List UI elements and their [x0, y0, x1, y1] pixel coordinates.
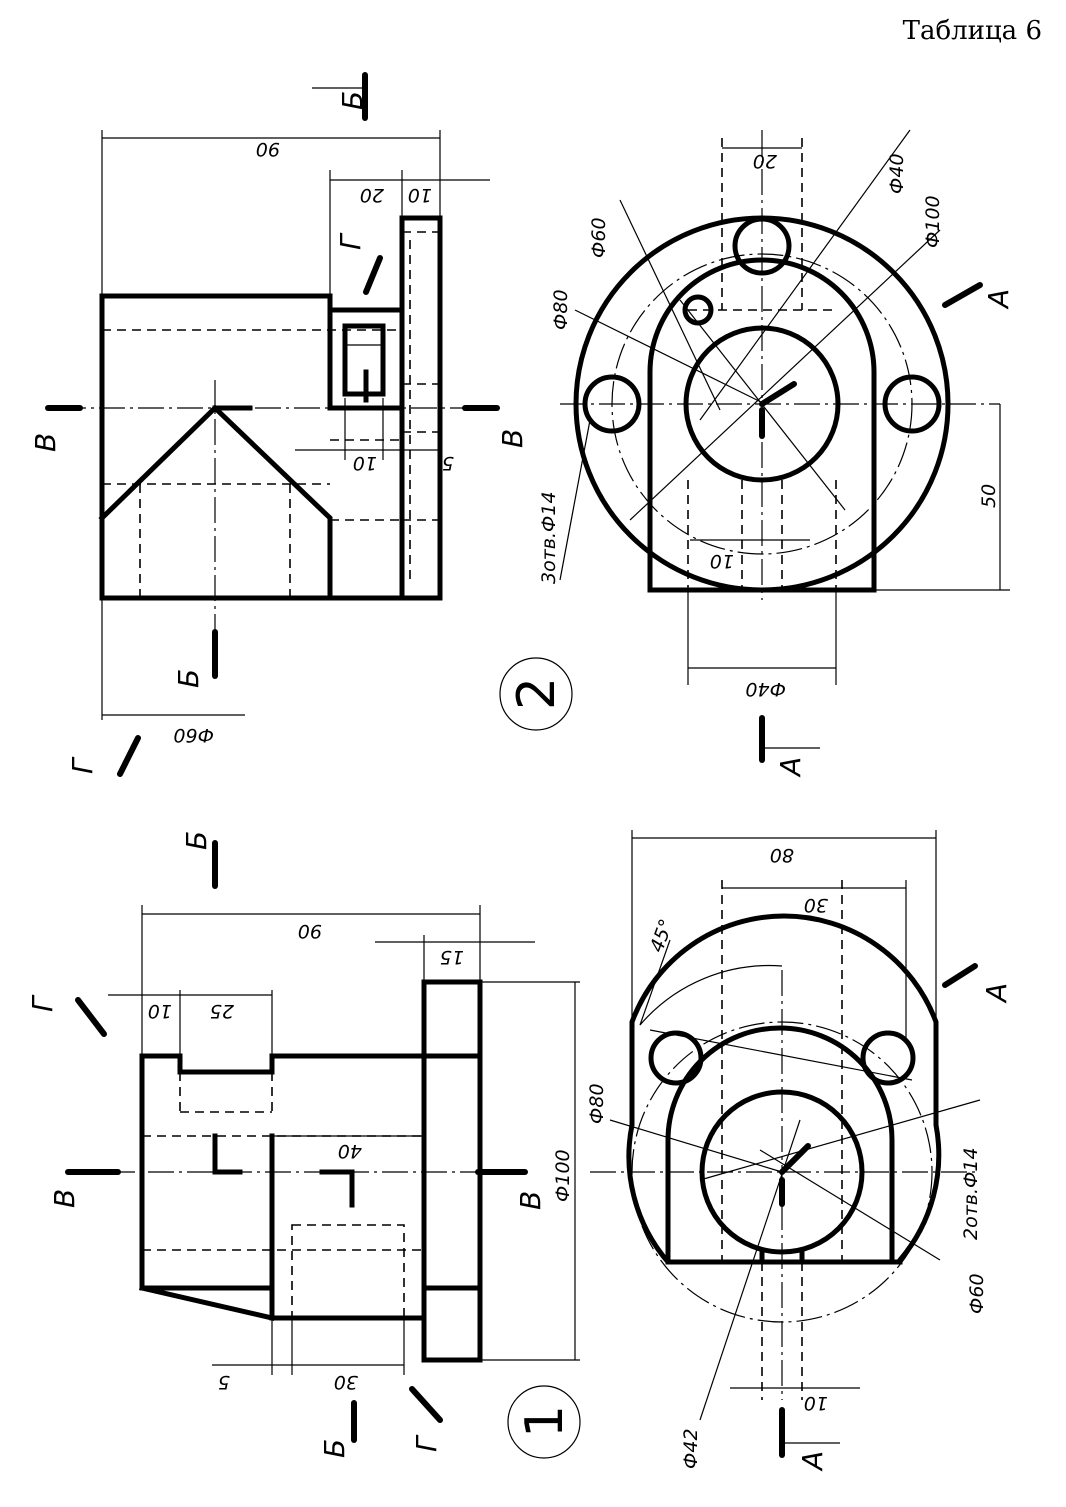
- v2-dim-phi40-bottom: Ф40: [745, 678, 786, 700]
- v1-dim-5: 5: [218, 1371, 230, 1393]
- v1-label-V-right: В: [514, 1191, 547, 1210]
- v1-dim-90: 90: [298, 920, 322, 942]
- v1-dim-phi100: Ф100: [552, 1149, 574, 1202]
- v1-flange: [626, 913, 942, 1265]
- v2-dim-10-mid: 10: [353, 452, 377, 474]
- v2-label-B-bottom: Б: [172, 669, 205, 688]
- v2-label-A-bottom: А: [774, 757, 807, 778]
- v2-label-G-top: Г: [334, 232, 367, 250]
- v2-number-circle: [499, 657, 573, 731]
- v1-label-G-bottom: Г: [410, 1434, 443, 1452]
- v2-dim-phi100: Ф100: [922, 195, 944, 248]
- v1-label-G-top: Г: [26, 994, 59, 1012]
- v2-dim-phi80: Ф80: [550, 289, 572, 330]
- v2-number: 2: [507, 677, 567, 710]
- v1-label-B-top: Б: [180, 831, 213, 850]
- v1-dim-40: 40: [338, 1140, 362, 1162]
- variant-2-front-view: 20 Ф40 Ф100 Ф60 Ф80 3отв.Ф14 50 10: [499, 129, 1015, 778]
- v2-label-A-right: А: [982, 289, 1015, 310]
- v1-dim-angle-45: 45°: [646, 916, 678, 955]
- v1-dim-80: 80: [770, 844, 794, 866]
- v1-dim-holes: 2отв.Ф14: [960, 1147, 982, 1240]
- v1-label-V-left: В: [48, 1189, 81, 1208]
- v2-label-V-right: В: [496, 429, 529, 448]
- variant-1-side-view: 90 15 10 25 40 Ф100 5 30: [26, 831, 581, 1459]
- v2-dim-phi60-side: Ф60: [173, 724, 214, 746]
- v2-dim-10-top: 10: [408, 184, 432, 206]
- v1-dim-30-side: 30: [334, 1371, 358, 1393]
- v2-side-pyramid: [98, 404, 333, 601]
- v1-dim-10-front: 10: [804, 1392, 828, 1414]
- variant-1-front-view: 80 30 45° Ф80 2отв.Ф14 Ф60 Ф42 10: [586, 830, 1013, 1472]
- v2-dim-holes: 3отв.Ф14: [538, 491, 560, 584]
- v1-label-A-right: А: [980, 983, 1013, 1004]
- v2-boss: [647, 257, 877, 593]
- v1-hole-right: [860, 1030, 916, 1086]
- v2-dim-5: 5: [442, 452, 454, 474]
- v2-dim-phi40-top: Ф40: [886, 153, 908, 194]
- v1-dim-25: 25: [210, 1000, 234, 1022]
- v2-dim-50: 50: [978, 484, 1000, 508]
- v2-dim-20-front: 20: [753, 150, 777, 172]
- v1-boss: [665, 1025, 895, 1265]
- v1-dim-phi42: Ф42: [680, 1428, 702, 1469]
- v2-dim-20: 20: [360, 184, 384, 206]
- v1-dim-10: 10: [148, 1000, 172, 1022]
- v1-dim-phi80: Ф80: [586, 1083, 608, 1124]
- v2-label-G-bottom: Г: [66, 756, 99, 774]
- v1-dim-30-front: 30: [804, 894, 828, 916]
- v1-label-B-bottom: Б: [318, 1439, 351, 1458]
- v2-dim-10-front: 10: [710, 550, 734, 572]
- v2-label-B-top: Б: [336, 91, 369, 110]
- v2-label-V-left: В: [29, 433, 62, 452]
- v1-side-flange: [421, 979, 483, 1363]
- v1-number: 1: [515, 1405, 575, 1438]
- v2-dim-90: 90: [256, 138, 280, 160]
- v1-dim-phi60: Ф60: [966, 1273, 988, 1314]
- v1-label-A-bottom: А: [796, 1451, 829, 1472]
- v1-number-circle: [507, 1385, 581, 1459]
- variant-2-side-view: 90 20 10 10 5 Ф60 Б В В: [29, 72, 529, 777]
- v1-hole-left: [648, 1030, 704, 1086]
- v1-dim-15: 15: [440, 946, 464, 968]
- v1-side-outline: [139, 1053, 427, 1321]
- table-title: Таблица 6: [902, 16, 1042, 46]
- v2-dim-phi60-front: Ф60: [588, 217, 610, 258]
